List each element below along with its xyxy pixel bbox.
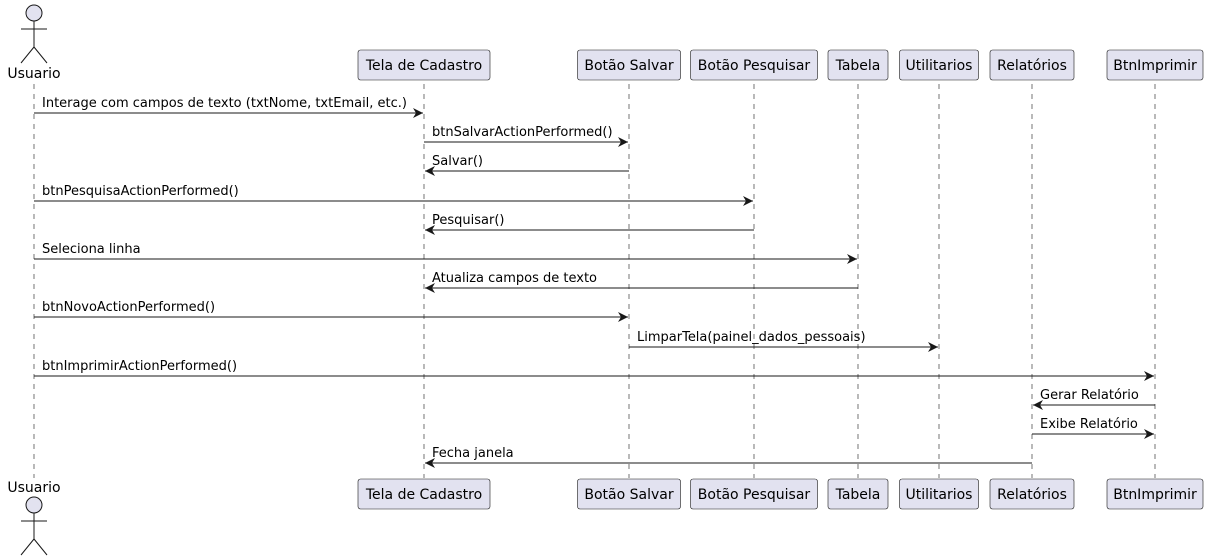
message-5: Pesquisar() xyxy=(425,213,754,235)
actor-label: Usuario xyxy=(7,66,60,82)
participant-label: Relatórios xyxy=(997,487,1067,503)
participant-tela: Tela de Cadastro xyxy=(357,478,491,510)
participant-label: BtnImprimir xyxy=(1113,58,1197,74)
actor-figure-icon xyxy=(20,4,48,64)
message-label: btnSalvarActionPerformed() xyxy=(432,125,613,140)
message-2: btnSalvarActionPerformed() xyxy=(424,125,628,147)
participant-tela: Tela de Cadastro xyxy=(357,49,491,81)
message-8: btnNovoActionPerformed() xyxy=(34,300,628,322)
message-3: Salvar() xyxy=(425,154,629,176)
participant-utilitarios: Utilitarios xyxy=(899,478,979,510)
participant-label: BtnImprimir xyxy=(1113,487,1197,503)
message-label: btnNovoActionPerformed() xyxy=(42,300,215,315)
actor-figure-icon xyxy=(20,496,48,556)
participant-label: Tabela xyxy=(835,58,881,74)
participant-relatorios: Relatórios xyxy=(989,49,1075,81)
participant-label: Tela de Cadastro xyxy=(365,58,482,74)
participant-pesquisar: Botão Pesquisar xyxy=(690,49,818,81)
message-6: Seleciona linha xyxy=(34,242,857,264)
message-label: Pesquisar() xyxy=(432,213,504,228)
participant-tabela: Tabela xyxy=(827,478,889,510)
participant-label: Tela de Cadastro xyxy=(365,487,482,503)
participant-salvar: Botão Salvar xyxy=(577,478,681,510)
message-label: Fecha janela xyxy=(432,446,514,461)
message-label: Exibe Relatório xyxy=(1040,417,1138,432)
participant-label: Botão Salvar xyxy=(584,487,673,503)
participant-heads-top: Usuario Tela de Cadastro Botão Salvar Botão… xyxy=(7,4,1204,82)
participant-salvar: Botão Salvar xyxy=(577,49,681,81)
message-label: Atualiza campos de texto xyxy=(432,271,597,286)
messages: Interage com campos de texto (txtNome, t… xyxy=(34,96,1155,468)
participant-label: Utilitarios xyxy=(906,58,973,74)
participant-tabela: Tabela xyxy=(827,49,889,81)
message-11: Gerar Relatório xyxy=(1033,388,1155,410)
message-label: Salvar() xyxy=(432,154,483,169)
message-12: Exibe Relatório xyxy=(1032,417,1154,439)
message-label: LimparTela(painel_dados_pessoais) xyxy=(637,330,866,345)
message-10: btnImprimirActionPerformed() xyxy=(34,359,1154,381)
message-4: btnPesquisaActionPerformed() xyxy=(34,184,753,206)
actor-usuario: Usuario xyxy=(7,480,61,556)
participant-label: Botão Pesquisar xyxy=(698,487,811,503)
message-1: Interage com campos de texto (txtNome, t… xyxy=(34,96,423,118)
participant-relatorios: Relatórios xyxy=(989,478,1075,510)
participant-heads-bottom: Usuario Tela de Cadastro Botão Salvar Botão… xyxy=(7,478,1204,556)
participant-label: Utilitarios xyxy=(906,487,973,503)
participant-btnimprimir: BtnImprimir xyxy=(1106,49,1204,81)
participant-label: Botão Pesquisar xyxy=(698,58,811,74)
message-label: btnPesquisaActionPerformed() xyxy=(42,184,239,199)
message-label: Interage com campos de texto (txtNome, t… xyxy=(42,96,407,111)
message-13: Fecha janela xyxy=(425,446,1032,468)
participant-label: Relatórios xyxy=(997,58,1067,74)
message-label: Gerar Relatório xyxy=(1040,388,1139,403)
message-label: btnImprimirActionPerformed() xyxy=(42,359,237,374)
participant-btnimprimir: BtnImprimir xyxy=(1106,478,1204,510)
actor-label: Usuario xyxy=(7,480,60,496)
actor-usuario: Usuario xyxy=(7,4,61,82)
participant-label: Tabela xyxy=(835,487,881,503)
participant-pesquisar: Botão Pesquisar xyxy=(690,478,818,510)
message-9: LimparTela(painel_dados_pessoais) xyxy=(629,330,938,352)
participant-utilitarios: Utilitarios xyxy=(899,49,979,81)
message-7: Atualiza campos de texto xyxy=(425,271,858,293)
participant-label: Botão Salvar xyxy=(584,58,673,74)
message-label: Seleciona linha xyxy=(42,242,141,257)
